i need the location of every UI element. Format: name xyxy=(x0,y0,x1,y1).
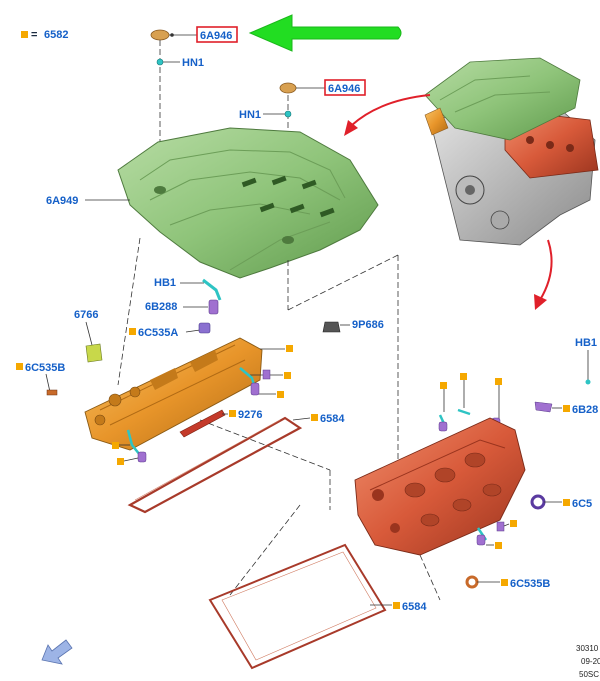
seal-6C535B-left[interactable]: 6C535B xyxy=(16,362,65,396)
seal-6C5-right[interactable]: 6C5 xyxy=(530,494,592,510)
label-6584-right[interactable]: 6584 xyxy=(402,601,427,613)
fasteners-left[interactable] xyxy=(112,367,291,465)
grommet-9P686[interactable]: 9P686 xyxy=(322,319,384,333)
seal-6C535B-right[interactable]: 6C535B xyxy=(465,575,550,590)
label-HN1-mid[interactable]: HN1 xyxy=(239,109,261,121)
legend-square-icon xyxy=(21,31,28,38)
gasket-6584-right[interactable]: 6584 xyxy=(208,543,427,670)
label-9276[interactable]: 9276 xyxy=(238,409,262,421)
legend-equals: = xyxy=(31,29,37,41)
label-6B288-left[interactable]: 6B288 xyxy=(145,301,177,313)
legend: = 6582 xyxy=(21,29,68,41)
footer-reference: 30310 09-20 50SC xyxy=(576,644,600,679)
seal-6C535A[interactable]: 6C535A xyxy=(129,322,211,339)
label-HB1-right[interactable]: HB1 xyxy=(575,337,597,349)
stud-icon xyxy=(156,58,164,66)
label-6B28-right[interactable]: 6B28 xyxy=(572,404,598,416)
label-6C535A[interactable]: 6C535A xyxy=(138,327,178,339)
red-arrow-head-icon xyxy=(534,294,547,310)
green-arrow-icon xyxy=(248,14,402,52)
footer-line-3: 50SC xyxy=(579,670,599,679)
footer-line-1: 30310 xyxy=(576,644,599,653)
red-arrow-head-icon xyxy=(344,120,358,136)
engine-assembly-image xyxy=(424,57,599,246)
label-HB1-left[interactable]: HB1 xyxy=(154,277,176,289)
legend-part-number: 6582 xyxy=(44,29,68,41)
label-6584-left[interactable]: 6584 xyxy=(320,413,345,425)
label-9P686[interactable]: 9P686 xyxy=(352,319,384,331)
hb1-left[interactable]: HB1 xyxy=(154,277,222,301)
valve-cover-right[interactable] xyxy=(354,417,526,556)
stud-icon xyxy=(284,110,292,118)
oil-filler-cap-top[interactable]: 6A946 xyxy=(150,26,238,43)
label-6766[interactable]: 6766 xyxy=(74,309,98,321)
highlight-box-top xyxy=(196,26,238,43)
sensor-6B28-right[interactable]: 6B28 xyxy=(534,401,598,416)
oil-filler-cap-mid[interactable]: 6A946 xyxy=(279,79,366,96)
highlight-box-mid xyxy=(324,79,366,96)
breather-6766[interactable]: 6766 xyxy=(74,309,103,363)
gasket-9276[interactable]: 9276 xyxy=(179,409,262,438)
alignment-lines xyxy=(117,237,441,601)
gasket-6584-left[interactable]: 6584 xyxy=(127,413,345,514)
label-6C5-right[interactable]: 6C5 xyxy=(572,498,592,510)
label-6C535B-right[interactable]: 6C535B xyxy=(510,578,550,590)
engine-cover[interactable]: 6A949 xyxy=(46,127,379,279)
label-6A946-mid[interactable]: 6A946 xyxy=(328,83,360,95)
hb1-right[interactable]: HB1 xyxy=(575,337,597,385)
red-arrow-icon xyxy=(351,94,431,126)
label-HN1-top[interactable]: HN1 xyxy=(182,57,204,69)
label-6A946-top[interactable]: 6A946 xyxy=(200,30,232,42)
label-6C535B-left[interactable]: 6C535B xyxy=(25,362,65,374)
label-6A949[interactable]: 6A949 xyxy=(46,195,78,207)
red-arrow-icon xyxy=(539,239,553,301)
fasteners-right-bottom[interactable] xyxy=(476,520,517,549)
valve-cover-left[interactable] xyxy=(84,337,293,451)
footer-line-2: 09-20 xyxy=(581,657,600,666)
sensor-6B288-left[interactable]: 6B288 xyxy=(145,299,219,315)
nav-arrow-icon[interactable] xyxy=(41,639,73,665)
